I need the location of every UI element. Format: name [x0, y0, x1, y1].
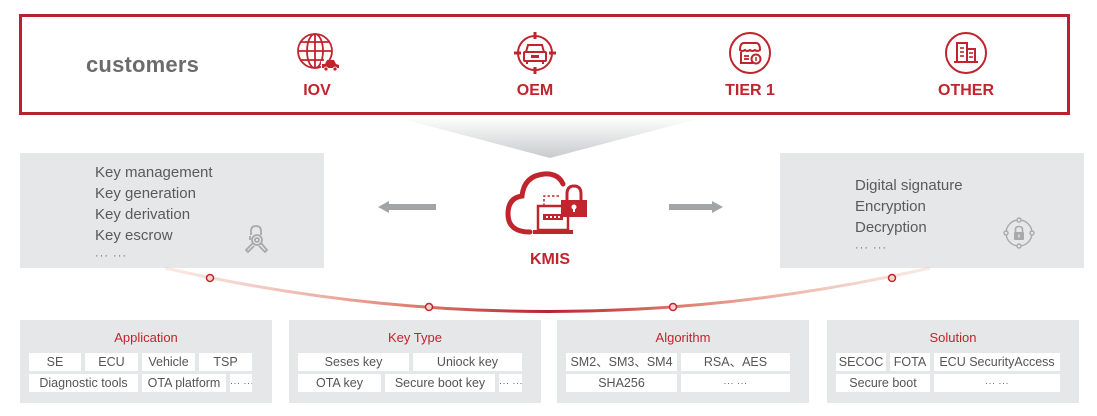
customer-other: OTHER: [906, 30, 1026, 100]
arrow-left-icon: [378, 201, 436, 213]
tag-cell: ··· ···: [230, 374, 252, 392]
tag-cell: Seses key: [298, 353, 409, 371]
tag-cell: RSA、AES: [681, 353, 790, 371]
key-management-box: Key management Key generation Key deriva…: [20, 153, 324, 268]
capability-item: Key derivation: [95, 206, 191, 223]
capability-item: Key escrow: [95, 227, 173, 244]
capability-ellipsis: ··· ···: [95, 250, 128, 262]
capability-item: Key generation: [95, 185, 196, 202]
customer-oem: OEM: [475, 30, 595, 100]
customer-label: OEM: [516, 82, 554, 99]
customer-label: TIER 1: [725, 82, 775, 99]
tag-cell: SE: [29, 353, 81, 371]
tag-cell: Secure boot key: [385, 374, 495, 392]
arrow-right-icon: [669, 201, 723, 213]
curve-node: [668, 302, 678, 312]
customers-box: [19, 14, 1070, 115]
panel-application: Application SE ECU Vehicle TSP Diagnosti…: [20, 320, 272, 403]
customer-label: IOV: [303, 82, 331, 99]
curve-node: [424, 302, 434, 312]
panel-title: Algorithm: [655, 330, 711, 345]
kmis-node: KMIS: [500, 170, 600, 269]
tag-cell: Vehicle: [142, 353, 195, 371]
storefront-badge-icon: [729, 32, 771, 74]
panel-title: Key Type: [388, 330, 442, 345]
kmis-label: KMIS: [530, 251, 570, 268]
cloud-laptop-lock-icon: [505, 171, 587, 235]
funnel-shadow: [395, 117, 705, 158]
tag-cell: TSP: [199, 353, 252, 371]
customers-label: customers: [86, 52, 200, 77]
crypto-services-box: Digital signature Encryption Decryption …: [780, 153, 1084, 268]
tag-cell: Diagnostic tools: [29, 374, 138, 392]
tag-cell: SM2、SM3、SM4: [566, 353, 677, 371]
panel-solution: Solution SECOC FOTA ECU SecurityAccess S…: [827, 320, 1079, 403]
buildings-icon: [945, 32, 987, 74]
tag-cell: ··· ···: [934, 374, 1060, 392]
tag-cell: SECOC: [836, 353, 886, 371]
panel-key-type: Key Type Seses key Uniock key OTA key Se…: [289, 320, 541, 403]
tag-cell: SHA256: [566, 374, 677, 392]
capability-item: Encryption: [855, 198, 926, 215]
car-target-icon: [514, 32, 556, 74]
keys-icon: [244, 225, 269, 254]
panel-title: Solution: [929, 330, 977, 345]
capability-ellipsis: ··· ···: [855, 242, 888, 254]
capability-item: Digital signature: [855, 177, 963, 194]
curve-node: [887, 273, 897, 283]
customer-iov: IOV: [257, 30, 377, 100]
tag-cell: OTA platform: [142, 374, 226, 392]
customer-tier1: TIER 1: [690, 30, 810, 100]
tag-cell: FOTA: [890, 353, 930, 371]
tag-cell: Uniock key: [413, 353, 522, 371]
customer-label: OTHER: [938, 82, 994, 99]
tag-cell: Secure boot: [836, 374, 930, 392]
capability-item: Key management: [95, 164, 213, 181]
tag-cell: ECU: [85, 353, 138, 371]
tag-cell: ··· ···: [499, 374, 522, 392]
tag-cell: ··· ···: [681, 374, 790, 392]
curve-node: [205, 273, 215, 283]
globe-car-icon: [297, 33, 339, 72]
capability-item: Decryption: [855, 219, 927, 236]
lock-network-icon: [1003, 217, 1035, 249]
tag-cell: ECU SecurityAccess: [934, 353, 1060, 371]
tag-cell: OTA key: [298, 374, 381, 392]
panel-algorithm: Algorithm SM2、SM3、SM4 RSA、AES SHA256 ···…: [557, 320, 809, 403]
panel-title: Application: [114, 330, 178, 345]
